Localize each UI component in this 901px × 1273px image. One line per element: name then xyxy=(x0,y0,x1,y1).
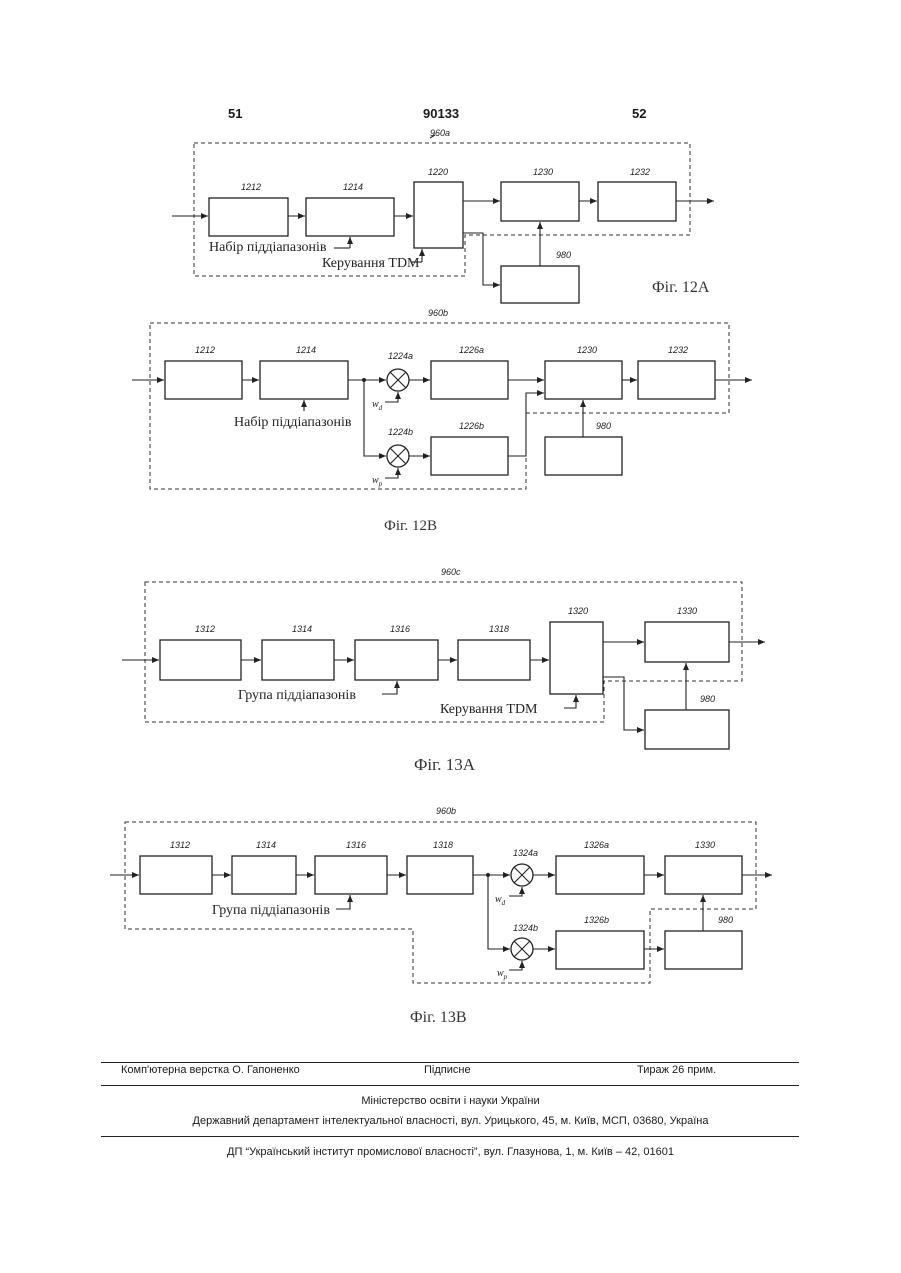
block-label-1318: 1318 xyxy=(433,840,453,850)
footer-ministry: Міністерство освіти і науки України xyxy=(0,1095,901,1107)
block-1320 xyxy=(550,622,603,694)
block-label-980: 980 xyxy=(556,250,571,260)
figure-12b: 960b 1212 1214 1224a 1226a 1230 1232 122… xyxy=(132,308,752,534)
block-label-1314: 1314 xyxy=(256,840,276,850)
block-label-1324b: 1324b xyxy=(513,923,538,933)
block-1230 xyxy=(545,361,622,399)
block-label-1312: 1312 xyxy=(195,624,215,634)
block-label-1318: 1318 xyxy=(489,624,509,634)
footer-circulation: Тираж 26 прим. xyxy=(637,1064,716,1076)
block-1330 xyxy=(665,856,742,894)
figure-13a: 960c 1312 1314 1316 1318 1320 1330 980 Г… xyxy=(122,567,765,774)
block-1220 xyxy=(414,182,463,248)
footer-institute: ДП “Український інститут промислової вла… xyxy=(0,1146,901,1158)
block-label-1230: 1230 xyxy=(533,167,553,177)
block-label-980: 980 xyxy=(596,421,611,431)
block-980 xyxy=(645,710,729,749)
weight-wd: wd xyxy=(495,894,506,907)
block-980 xyxy=(545,437,622,475)
figure-caption: Фіг. 12А xyxy=(652,279,710,296)
figure-caption: Фіг. 13А xyxy=(414,755,476,774)
block-1230 xyxy=(501,182,579,221)
block-label-1232: 1232 xyxy=(630,167,650,177)
block-label-1232: 1232 xyxy=(668,345,688,355)
block-1232 xyxy=(638,361,715,399)
block-1212 xyxy=(209,198,288,236)
block-1318 xyxy=(458,640,530,680)
patent-figures: 960a 1212 1214 1220 1230 1232 980 Набір … xyxy=(0,0,901,1050)
footer-rule-middle xyxy=(101,1085,799,1086)
weight-wp: wp xyxy=(497,968,508,981)
group-label: 960b xyxy=(428,308,448,318)
footer-department: Державний департамент інтелектуальної вл… xyxy=(0,1115,901,1127)
group-label: 960b xyxy=(436,806,456,816)
block-1314 xyxy=(262,640,334,680)
block-label-980: 980 xyxy=(718,915,733,925)
block-label-980: 980 xyxy=(700,694,715,704)
label-tdm-control: Керування TDM xyxy=(440,702,538,717)
label-subband-set: Набір піддіапазонів xyxy=(209,240,327,255)
block-1226a xyxy=(431,361,508,399)
block-label-1214: 1214 xyxy=(296,345,316,355)
footer-typesetter: Комп'ютерна верстка О. Гапоненко xyxy=(121,1064,300,1076)
block-1312 xyxy=(140,856,212,894)
block-1312 xyxy=(160,640,241,680)
block-label-1316: 1316 xyxy=(346,840,366,850)
figure-caption: Фіг. 12В xyxy=(384,518,437,534)
block-1330 xyxy=(645,622,729,662)
footer-subscription: Підписне xyxy=(424,1064,471,1076)
block-1326b xyxy=(556,931,644,969)
block-label-1226b: 1226b xyxy=(459,421,484,431)
block-1232 xyxy=(598,182,676,221)
block-980 xyxy=(665,931,742,969)
block-label-1224b: 1224b xyxy=(388,427,413,437)
block-label-1212: 1212 xyxy=(241,182,261,192)
block-1318 xyxy=(407,856,473,894)
block-label-1226a: 1226a xyxy=(459,345,484,355)
block-label-1320: 1320 xyxy=(568,606,588,616)
block-1316 xyxy=(355,640,438,680)
block-1314 xyxy=(232,856,296,894)
group-label: 960c xyxy=(441,567,461,577)
block-label-1220: 1220 xyxy=(428,167,448,177)
block-label-1224a: 1224a xyxy=(388,351,413,361)
block-1214 xyxy=(260,361,348,399)
block-label-1214: 1214 xyxy=(343,182,363,192)
block-label-1326a: 1326a xyxy=(584,840,609,850)
weight-wd: wd xyxy=(372,399,383,412)
block-label-1330: 1330 xyxy=(677,606,697,616)
block-label-1314: 1314 xyxy=(292,624,312,634)
block-label-1330: 1330 xyxy=(695,840,715,850)
label-subband-group: Група піддіапазонів xyxy=(212,903,330,918)
block-1226b xyxy=(431,437,508,475)
footer-rule-bottom xyxy=(101,1136,799,1137)
figure-caption: Фіг. 13В xyxy=(410,1009,467,1026)
block-1212 xyxy=(165,361,242,399)
label-tdm-control: Керування TDM xyxy=(322,256,420,271)
block-label-1312: 1312 xyxy=(170,840,190,850)
block-1326a xyxy=(556,856,644,894)
block-label-1230: 1230 xyxy=(577,345,597,355)
block-1316 xyxy=(315,856,387,894)
block-1214 xyxy=(306,198,394,236)
footer-rule-top xyxy=(101,1062,799,1063)
weight-wp: wp xyxy=(372,475,383,488)
label-subband-group: Група піддіапазонів xyxy=(238,688,356,703)
figure-13b: 960b 1312 1314 1316 1318 1324a 1326a 133… xyxy=(110,806,772,1026)
label-subband-set: Набір піддіапазонів xyxy=(234,415,352,430)
block-980 xyxy=(501,266,579,303)
block-label-1326b: 1326b xyxy=(584,915,609,925)
block-label-1324a: 1324a xyxy=(513,848,538,858)
figure-12a: 960a 1212 1214 1220 1230 1232 980 Набір … xyxy=(172,128,714,303)
block-label-1212: 1212 xyxy=(195,345,215,355)
block-label-1316: 1316 xyxy=(390,624,410,634)
